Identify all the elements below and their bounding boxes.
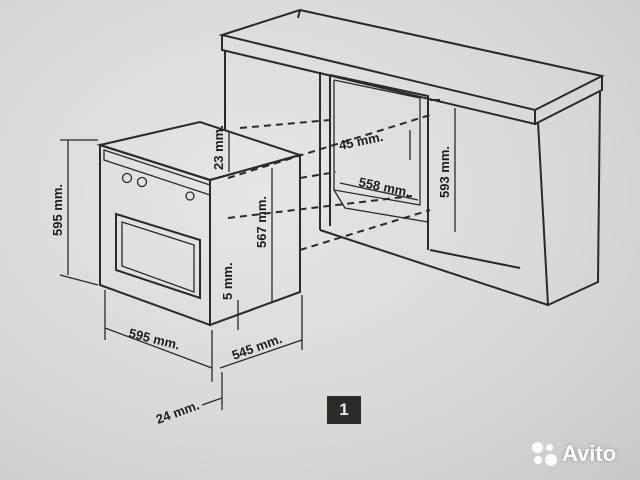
label-oven-width: 595 mm. bbox=[127, 325, 181, 352]
dimension-lines bbox=[59, 108, 456, 410]
oven-knob-middle-icon bbox=[136, 176, 148, 188]
oven-top bbox=[96, 120, 304, 182]
niche-opening bbox=[333, 79, 421, 206]
oven-door-window bbox=[115, 212, 201, 300]
kitchen-cabinet bbox=[218, 8, 605, 307]
oven-knob-right-icon bbox=[185, 191, 195, 201]
label-top-gap: 23 mm. bbox=[211, 125, 226, 170]
watermark-text: Avito bbox=[562, 441, 617, 466]
label-oven-depth: 545 mm. bbox=[230, 331, 284, 363]
label-front-panel: 24 mm. bbox=[154, 397, 201, 426]
projection-line-2 bbox=[227, 195, 413, 219]
width-dim-line bbox=[104, 327, 213, 369]
projection-line-5 bbox=[239, 119, 331, 129]
control-panel bbox=[103, 149, 211, 196]
avito-watermark: Avito bbox=[530, 440, 616, 468]
countertop-edge bbox=[221, 35, 536, 126]
projection-line-4 bbox=[299, 209, 431, 251]
label-bottom-gap: 5 mm. bbox=[220, 262, 235, 300]
niche-floor bbox=[333, 189, 429, 223]
cabinet-right-side bbox=[537, 91, 601, 307]
countertop-side bbox=[534, 76, 603, 125]
label-cavity-height: 567 mm. bbox=[254, 196, 269, 248]
depth-dim-line bbox=[219, 339, 303, 369]
oven-front bbox=[99, 143, 211, 327]
avito-logo-icon bbox=[530, 440, 558, 468]
height-ext-bottom bbox=[59, 274, 99, 286]
countertop-back bbox=[297, 9, 301, 19]
oven-door-glass bbox=[121, 221, 195, 293]
projection-line-3 bbox=[299, 171, 337, 179]
oven-unit bbox=[96, 120, 304, 327]
cabinet-base bbox=[319, 229, 549, 306]
panel-dim-line bbox=[201, 397, 223, 406]
label-back-gap: 45 mm. bbox=[338, 129, 385, 153]
oven-knob-left-icon bbox=[121, 172, 133, 184]
niche-width-dim-line bbox=[339, 182, 419, 201]
label-oven-height: 595 mm. bbox=[50, 184, 65, 236]
niche-frame bbox=[329, 74, 429, 250]
figure-number: 1 bbox=[327, 396, 361, 424]
label-niche-height: 593 mm. bbox=[437, 146, 452, 198]
projection-lines bbox=[227, 114, 431, 251]
cabinet-plinth bbox=[429, 249, 521, 269]
